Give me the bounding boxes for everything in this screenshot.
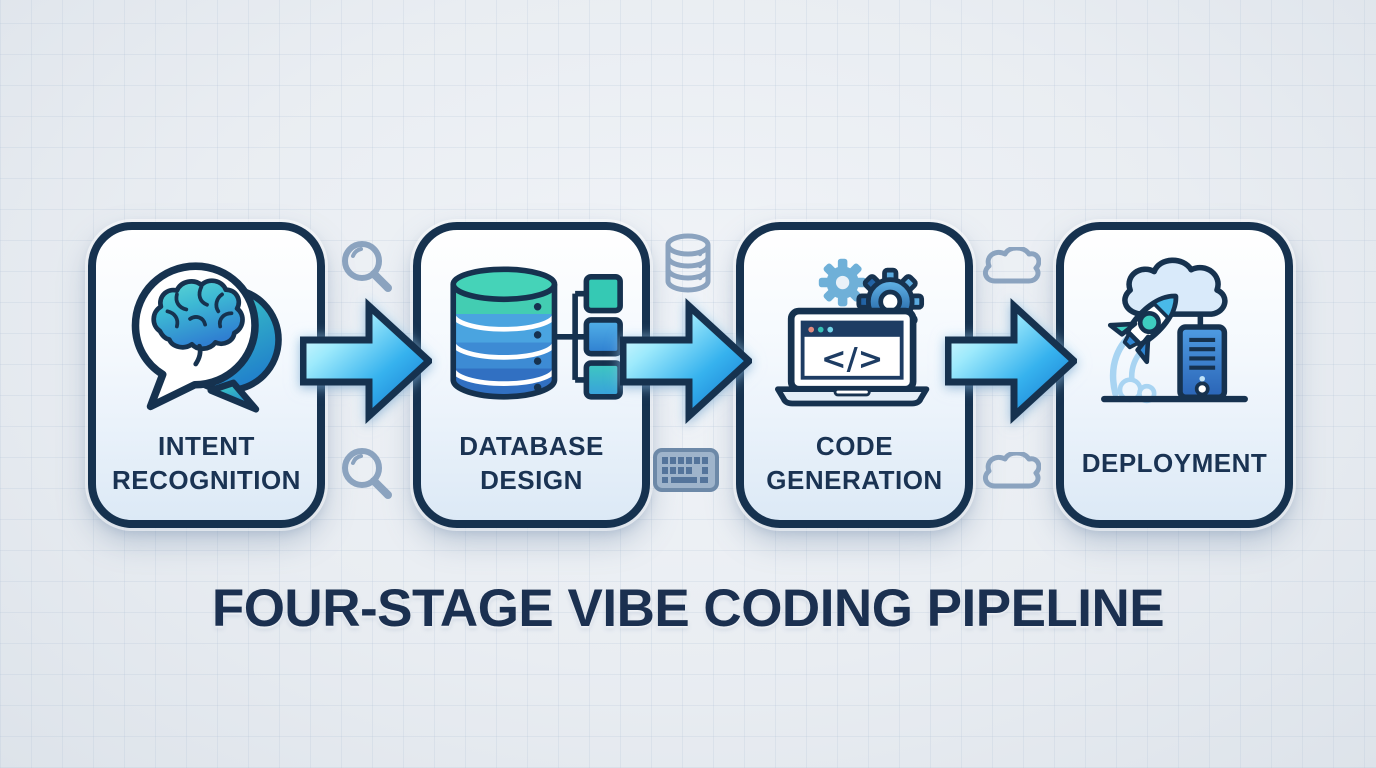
database-schema-icon — [438, 230, 626, 426]
cloud-outline-icon — [982, 452, 1041, 489]
keyboard-icon — [653, 448, 719, 492]
flow-arrow-1 — [300, 298, 432, 424]
stage-label-line: CODE — [815, 431, 894, 462]
magnifier-icon — [342, 448, 392, 499]
stage-label-code-generation: CODE GENERATION — [766, 426, 942, 502]
stage-label-database-design: DATABASE DESIGN — [459, 426, 604, 502]
stage-label-deployment: DEPLOYMENT — [1082, 426, 1268, 502]
stage-label-line: DEPLOYMENT — [1081, 448, 1268, 479]
stage-box-database-design: DATABASE DESIGN — [413, 222, 650, 528]
stage-label-line: RECOGNITION — [112, 465, 301, 495]
brain-speech-bubble-icon — [122, 230, 292, 426]
svg-text:</>: </> — [821, 342, 883, 377]
stage-label-line: DATABASE — [459, 431, 604, 462]
stage-box-deployment: DEPLOYMENT — [1056, 222, 1293, 528]
gear-small — [818, 258, 866, 307]
stage-box-code-generation: </> CODE GENERATION — [736, 222, 973, 528]
rocket-cloud-server-icon — [1082, 230, 1267, 426]
laptop-code-gears-icon: </> — [755, 230, 955, 426]
stage-label-intent-recognition: INTENT RECOGNITION — [112, 426, 301, 502]
flow-arrow-3 — [945, 298, 1077, 424]
diagram-title: FOUR-STAGE VIBE CODING PIPELINE — [211, 579, 1165, 638]
flow-arrow-2 — [620, 298, 752, 424]
stage-box-intent-recognition: INTENT RECOGNITION — [88, 222, 325, 528]
stage-label-line: DESIGN — [480, 465, 583, 495]
stage-label-line: GENERATION — [766, 465, 943, 495]
stage-label-line: INTENT — [158, 431, 255, 462]
database-outline-icon — [665, 233, 711, 293]
magnifier-icon — [342, 241, 392, 292]
cloud-outline-icon — [982, 247, 1041, 284]
